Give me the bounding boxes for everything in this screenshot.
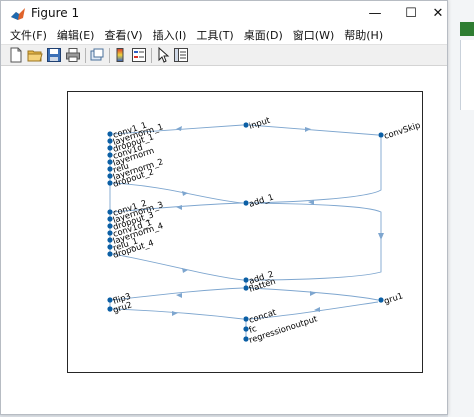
graph-edge-10-arrow — [172, 311, 178, 316]
graph-node-conv1d_1[interactable] — [107, 230, 113, 236]
graph-edge-11 — [248, 301, 379, 320]
print-icon[interactable] — [65, 47, 81, 63]
graph-node-conv1d[interactable] — [107, 152, 113, 158]
graph-node-label: gru1 — [383, 290, 405, 306]
graph-nodes — [107, 122, 384, 342]
graph-edge-1-arrow — [176, 126, 182, 131]
window-title: Figure 1 — [31, 6, 80, 20]
graph-node-label: add_1 — [248, 192, 275, 209]
graph-node-dropout_3[interactable] — [107, 223, 113, 229]
graph-node-relu[interactable] — [107, 166, 113, 172]
graph-edge-9-arrow — [310, 291, 316, 296]
menu-edit[interactable]: 编辑(E) — [56, 29, 95, 42]
toolbar-separator — [109, 48, 110, 63]
toolbar-separator — [85, 48, 86, 63]
graph-edge-9 — [248, 287, 379, 301]
graph-node-label: convSkip — [383, 120, 422, 141]
graph-node-conv1_2[interactable] — [107, 209, 113, 215]
graph-edge-7 — [112, 253, 244, 281]
graph-edge-6-arrow — [378, 233, 384, 240]
menu-view[interactable]: 查看(V) — [104, 29, 143, 42]
menu-file[interactable]: 文件(F) — [10, 29, 47, 42]
background-window-square — [460, 22, 474, 36]
close-button[interactable]: ✕ — [427, 1, 449, 26]
title-bar[interactable]: Figure 1 — ☐ ✕ — [1, 1, 447, 26]
graph-node-dropout_1[interactable] — [107, 145, 113, 151]
graph-edge-11-arrow — [314, 307, 320, 312]
open-file-icon[interactable] — [27, 47, 43, 63]
graph-edge-10 — [112, 308, 244, 320]
colorbar-icon[interactable] — [112, 47, 128, 63]
minimize-icon: — — [368, 6, 382, 21]
menu-desktop[interactable]: 桌面(D) — [243, 29, 283, 42]
graph-edge-4 — [248, 138, 382, 204]
graph-node-layernorm_4[interactable] — [107, 237, 113, 243]
graph-node-layernorm_2[interactable] — [107, 173, 113, 179]
graph-node-dropout_2[interactable] — [107, 180, 113, 186]
graph-node-label: relu — [112, 160, 130, 174]
property-inspector-icon[interactable] — [173, 47, 189, 63]
legend-icon[interactable] — [131, 47, 147, 63]
menu-help[interactable]: 帮助(H) — [344, 29, 384, 42]
graph-edge-7-arrow — [182, 268, 188, 273]
minimize-button[interactable]: — — [357, 1, 393, 26]
graph-node-layernorm_1[interactable] — [107, 138, 113, 144]
maximize-button[interactable]: ☐ — [393, 1, 429, 26]
graph-node-add_2[interactable] — [243, 277, 249, 283]
graph-edge-3-arrow — [182, 191, 188, 196]
graph-node-layernorm[interactable] — [107, 159, 113, 165]
new-figure-icon[interactable] — [8, 47, 24, 63]
menu-window[interactable]: 窗口(W) — [292, 29, 335, 42]
graph-node-gru2[interactable] — [107, 306, 113, 312]
graph-edge-8 — [112, 287, 244, 301]
matlab-icon — [11, 8, 25, 20]
graph-edge-2 — [248, 124, 379, 136]
graph-node-flatten[interactable] — [243, 285, 249, 291]
graph-node-layernorm_3[interactable] — [107, 216, 113, 222]
graph-node-gru1[interactable] — [378, 297, 384, 303]
toolbar-separator — [151, 48, 152, 63]
background-window-panel — [460, 40, 474, 110]
graph-node-concat[interactable] — [243, 316, 249, 322]
menu-bar: 文件(F) 编辑(E) 查看(V) 插入(I) 工具(T) 桌面(D) 窗口(W… — [1, 26, 447, 44]
graph-node-label: input — [248, 115, 272, 131]
graph-node-regressionoutput[interactable] — [243, 336, 249, 342]
graph-node-input[interactable] — [243, 122, 249, 128]
menu-insert[interactable]: 插入(I) — [152, 29, 187, 42]
figure-toolbar — [1, 44, 447, 66]
graph-node-dropout_4[interactable] — [107, 251, 113, 257]
background-window-strip — [448, 0, 474, 417]
graph-edge-6 — [248, 202, 382, 281]
graph-edge-4-arrow — [308, 200, 314, 205]
graph-node-add_1[interactable] — [243, 200, 249, 206]
graph-edge-5-arrow — [176, 205, 182, 210]
graph-node-relu_1[interactable] — [107, 244, 113, 250]
pointer-icon[interactable] — [155, 47, 171, 63]
close-icon: ✕ — [432, 6, 444, 21]
graph-node-label: concat — [248, 307, 278, 325]
maximize-icon: ☐ — [405, 6, 417, 21]
graph-edge-8-arrow — [176, 293, 182, 298]
graph-node-conv1_1[interactable] — [107, 131, 113, 137]
graph-edge-3 — [112, 182, 244, 204]
graph-node-convSkip[interactable] — [378, 132, 384, 138]
link-plot-icon[interactable] — [89, 47, 105, 63]
graph-node-flip3[interactable] — [107, 297, 113, 303]
graph-node-label: fc — [248, 323, 259, 335]
figure-window: Figure 1 — ☐ ✕ 文件(F) 编辑(E) 查看(V) 插入(I) 工… — [0, 0, 448, 415]
menu-tools[interactable]: 工具(T) — [196, 29, 234, 42]
save-icon[interactable] — [46, 47, 62, 63]
graph-edge-2-arrow — [305, 127, 311, 132]
graph-node-fc[interactable] — [243, 326, 249, 332]
